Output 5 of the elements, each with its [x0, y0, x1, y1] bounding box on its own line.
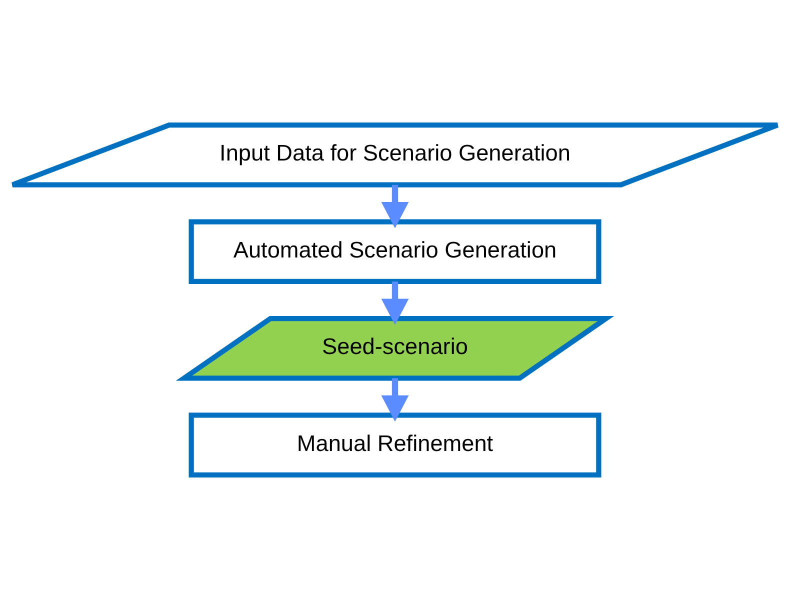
arrow [381, 184, 409, 228]
arrow [381, 282, 409, 325]
arrow [381, 378, 409, 422]
node-box: Automated Scenario Generation [188, 219, 602, 284]
node-box: Manual Refinement [188, 412, 602, 478]
